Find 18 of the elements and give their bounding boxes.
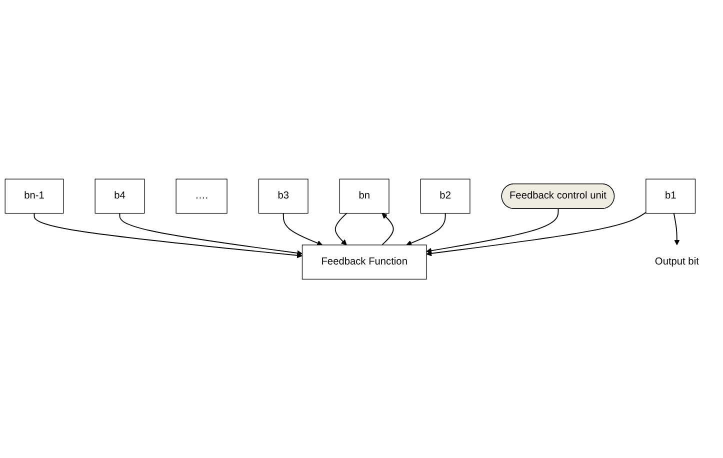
arrow xyxy=(282,212,323,246)
arrow xyxy=(334,212,348,246)
node-box: bn-1 xyxy=(4,178,64,214)
node-box: b4 xyxy=(94,178,145,214)
node-box: Feedback Function xyxy=(302,244,427,280)
node-box: b2 xyxy=(420,178,470,214)
arrow xyxy=(382,212,394,246)
arrow xyxy=(426,208,559,254)
arrow xyxy=(34,212,302,258)
arrow xyxy=(673,212,680,246)
arrow xyxy=(426,212,646,256)
node-text: Output bit xyxy=(654,256,699,268)
arrow xyxy=(119,212,302,256)
node-box: b1 xyxy=(646,178,696,214)
node-box: bn xyxy=(339,178,390,214)
node-box: …. xyxy=(176,178,228,214)
arrow xyxy=(406,212,446,246)
node-box: b3 xyxy=(258,178,308,214)
